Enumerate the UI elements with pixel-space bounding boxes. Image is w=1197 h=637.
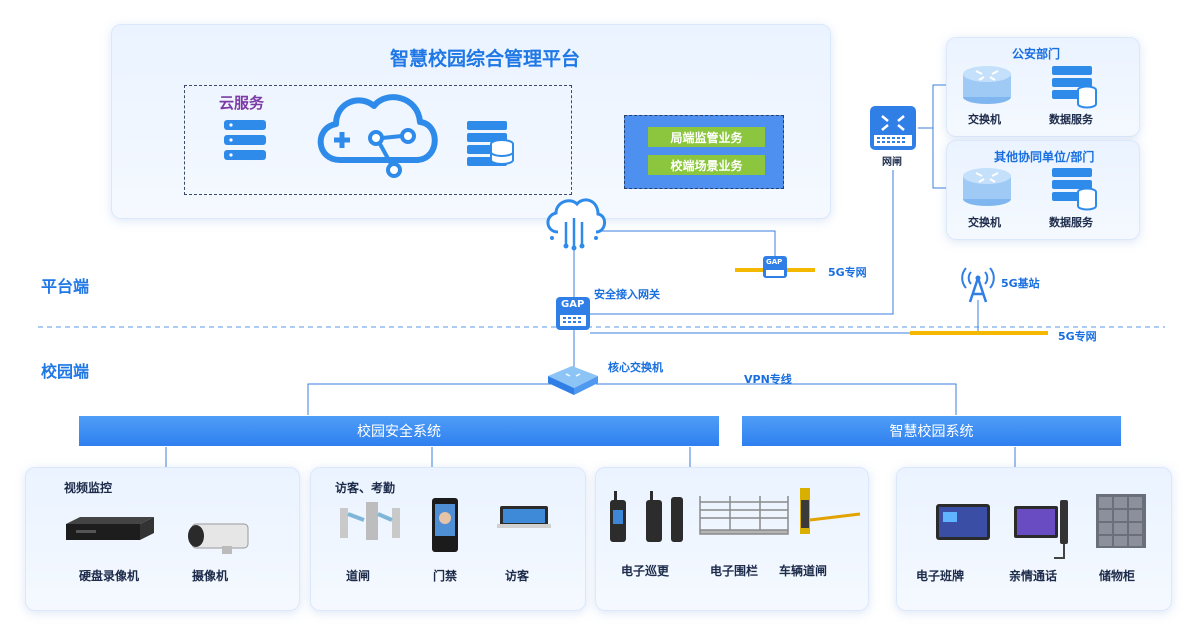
- police-data-label: 数据服务: [1049, 113, 1093, 126]
- secure-gateway-label: 安全接入网关: [594, 288, 660, 301]
- turnstile-icon: [340, 502, 400, 540]
- service-campus-scene: 校端场景业务: [648, 155, 765, 175]
- label-camera: 摄像机: [192, 569, 229, 583]
- electronic-fence-icon: [699, 496, 789, 535]
- group-title-video: 视频监控: [64, 481, 113, 495]
- core-switch-label: 核心交换机: [608, 361, 663, 374]
- label-dvr: 硬盘录像机: [79, 569, 140, 583]
- base-station-label: 5G基站: [1001, 277, 1040, 290]
- other-data-label: 数据服务: [1049, 216, 1093, 229]
- safety-system-bar: 校园安全系统: [79, 416, 719, 446]
- family-phone-icon: [1014, 500, 1068, 559]
- service-bureau-supervision: 局端监管业务: [648, 127, 765, 147]
- cloud-service-label: 云服务: [219, 94, 265, 112]
- label-visitor: 访客: [505, 569, 530, 583]
- vpn-label: VPN专线: [744, 373, 792, 386]
- gap-small-text: GAP: [766, 258, 783, 266]
- label-turnstile: 道闸: [346, 569, 371, 583]
- label-family-phone: 亲情通话: [1009, 569, 1058, 583]
- label-fence: 电子围栏: [710, 564, 759, 578]
- cloud-service-box: [184, 85, 572, 195]
- label-patrol: 电子巡更: [621, 564, 670, 578]
- patrol-devices-icon: [610, 491, 683, 542]
- face-access-icon: [432, 498, 458, 552]
- label-locker: 储物柜: [1099, 569, 1136, 583]
- camera-icon: [188, 523, 249, 554]
- side-panel-police-title: 公安部门: [1012, 47, 1061, 61]
- locker-icon: [1096, 494, 1146, 548]
- group-title-visitor: 访客、考勤: [335, 481, 396, 495]
- class-board-icon: [936, 504, 990, 540]
- smart-system-bar: 智慧校园系统: [742, 416, 1121, 446]
- police-switch-label: 交换机: [968, 113, 1001, 126]
- side-panel-other: [946, 140, 1140, 240]
- dvr-icon: [66, 517, 154, 540]
- label-access: 门禁: [433, 569, 458, 583]
- platform-title: 智慧校园综合管理平台: [389, 48, 580, 70]
- vehicle-barrier-icon: [800, 488, 861, 534]
- side-panel-other-title: 其他协同单位/部门: [994, 150, 1095, 164]
- other-switch-label: 交换机: [968, 216, 1001, 229]
- zone-platform-label: 平台端: [41, 277, 90, 296]
- group-panel-patrol: [595, 467, 869, 611]
- label-barrier: 车辆道闸: [779, 564, 828, 578]
- visitor-device-icon: [497, 506, 551, 528]
- label-class-board: 电子班牌: [916, 569, 965, 583]
- zone-campus-label: 校园端: [41, 362, 90, 381]
- gateway-label: 网闸: [882, 157, 902, 168]
- gap-main-text: GAP: [561, 299, 585, 310]
- private-5g-label: 5G专网: [828, 266, 867, 279]
- private-5g-label-2: 5G专网: [1058, 330, 1097, 343]
